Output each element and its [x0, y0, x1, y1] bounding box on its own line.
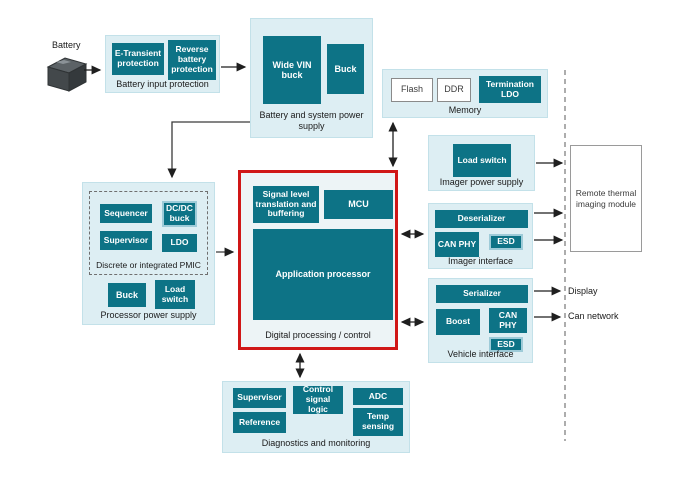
can-network-output-label: Can network — [568, 311, 619, 321]
boost-block: Boost — [436, 309, 480, 335]
battery-input-protection-group: E-Transient protection Reverse battery p… — [105, 35, 220, 93]
arrow-system-supply-to-processor-supply — [167, 121, 250, 179]
vehicle-interface-group: Serializer Boost CAN PHY ESD Vehicle int… — [428, 278, 533, 363]
application-processor-block: Application processor — [253, 229, 393, 320]
imager-load-switch-block: Load switch — [453, 144, 511, 177]
battery-icon — [46, 57, 88, 92]
signal-level-translation-block: Signal level translation and buffering — [253, 186, 319, 223]
sequencer-block: Sequencer — [100, 204, 152, 223]
mcu-block: MCU — [324, 190, 393, 219]
processor-power-supply-title: Processor power supply — [100, 309, 197, 320]
pmic-title: Discrete or integrated PMIC — [96, 260, 201, 271]
digital-processing-group: Signal level translation and buffering M… — [238, 170, 398, 350]
e-transient-protection-block: E-Transient protection — [112, 43, 164, 75]
vehicle-esd-block: ESD — [489, 337, 523, 352]
pmic-group: Sequencer DC/DC buck Supervisor LDO Disc… — [89, 191, 208, 275]
imager-interface-group: Deserializer CAN PHY ESD Imager interfac… — [428, 203, 533, 269]
wide-vin-buck-block: Wide VIN buck — [263, 36, 321, 104]
reference-block: Reference — [233, 412, 286, 433]
ddr-block: DDR — [437, 78, 471, 102]
battery-input-protection-title: Battery input protection — [116, 78, 209, 89]
imager-esd-block: ESD — [489, 234, 523, 250]
serializer-block: Serializer — [436, 285, 528, 303]
battery-system-power-supply-group: Wide VIN buck Buck Battery and system po… — [250, 18, 373, 138]
control-signal-logic-block: Control signal logic — [293, 384, 343, 414]
battery-label: Battery — [52, 40, 81, 50]
battery-system-power-supply-title: Battery and system power supply — [259, 110, 364, 131]
processor-buck-block: Buck — [108, 283, 146, 307]
vehicle-can-phy-block: CAN PHY — [489, 308, 527, 333]
imager-interface-title: Imager interface — [447, 255, 514, 266]
memory-group: Flash DDR Termination LDO Memory — [382, 69, 548, 118]
diagnostics-title: Diagnostics and monitoring — [261, 437, 371, 448]
pmic-supervisor-block: Supervisor — [100, 231, 152, 250]
deserializer-block: Deserializer — [435, 210, 528, 228]
display-output-label: Display — [568, 286, 598, 296]
temp-sensing-block: Temp sensing — [353, 408, 403, 436]
adc-block: ADC — [353, 388, 403, 405]
termination-ldo-block: Termination LDO — [479, 76, 541, 103]
remote-thermal-imaging-module: Remote thermal imaging module — [570, 145, 642, 252]
ldo-block: LDO — [162, 234, 197, 252]
processor-load-switch-block: Load switch — [155, 280, 195, 309]
dcdc-buck-block: DC/DC buck — [162, 201, 197, 227]
flash-block: Flash — [391, 78, 433, 102]
vehicle-interface-title: Vehicle interface — [447, 348, 514, 359]
buck-block: Buck — [327, 44, 364, 94]
diagnostics-group: Supervisor Reference Control signal logi… — [222, 381, 410, 453]
processor-power-supply-group: Sequencer DC/DC buck Supervisor LDO Disc… — [82, 182, 215, 325]
digital-processing-title: Digital processing / control — [265, 330, 371, 340]
imager-can-phy-block: CAN PHY — [435, 232, 479, 257]
reverse-battery-protection-block: Reverse battery protection — [168, 40, 216, 80]
imager-power-supply-title: Imager power supply — [439, 176, 524, 187]
memory-title: Memory — [448, 104, 482, 115]
imager-power-supply-group: Load switch Imager power supply — [428, 135, 535, 191]
diag-supervisor-block: Supervisor — [233, 388, 286, 408]
